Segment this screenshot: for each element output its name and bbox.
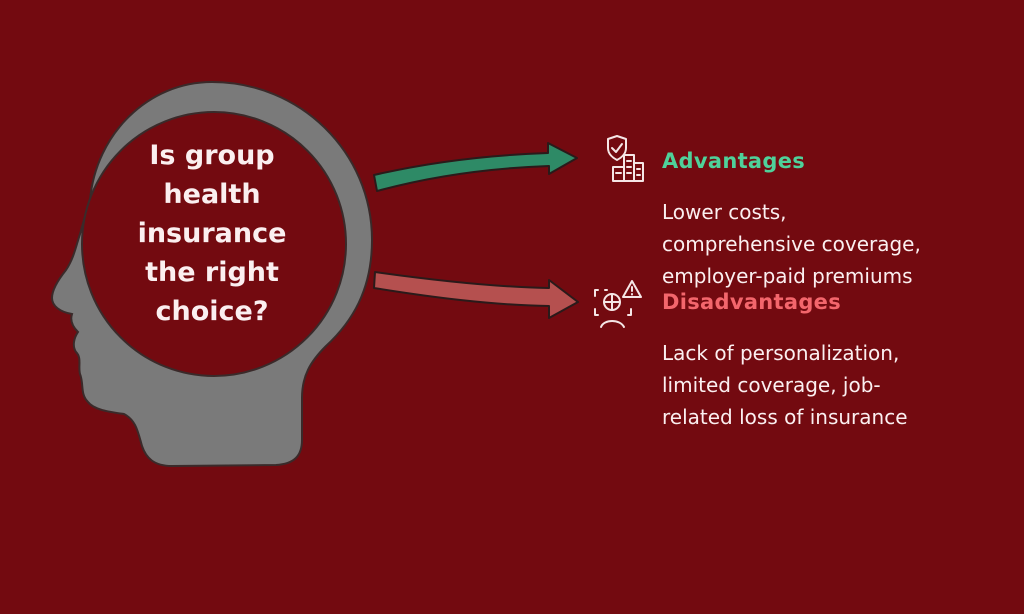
question-line: choice?	[155, 296, 269, 327]
question-line: Is group	[149, 140, 275, 171]
advantages-title: Advantages	[662, 149, 806, 173]
thought-circle	[81, 111, 347, 377]
person-warning-icon	[594, 280, 642, 328]
shield-check-buildings-icon	[607, 135, 644, 182]
question-text: Is group health insurance the right choi…	[112, 136, 312, 331]
advantages-line: Lower costs,	[662, 200, 787, 224]
disadvantages-arrow	[373, 271, 579, 319]
disadvantages-line: limited coverage, job-	[662, 373, 881, 397]
disadvantages-description: Lack of personalization, limited coverag…	[662, 337, 908, 433]
advantages-arrow	[373, 142, 578, 192]
advantages-description: Lower costs, comprehensive coverage, emp…	[662, 196, 921, 292]
head-silhouette	[50, 80, 374, 468]
question-line: the right	[145, 257, 279, 288]
advantages-line: comprehensive coverage,	[662, 232, 921, 256]
question-line: insurance	[137, 218, 287, 249]
disadvantages-line: Lack of personalization,	[662, 341, 900, 365]
advantages-line: employer-paid premiums	[662, 264, 913, 288]
disadvantages-line: related loss of insurance	[662, 405, 908, 429]
disadvantages-title: Disadvantages	[662, 290, 842, 314]
question-line: health	[163, 179, 261, 210]
